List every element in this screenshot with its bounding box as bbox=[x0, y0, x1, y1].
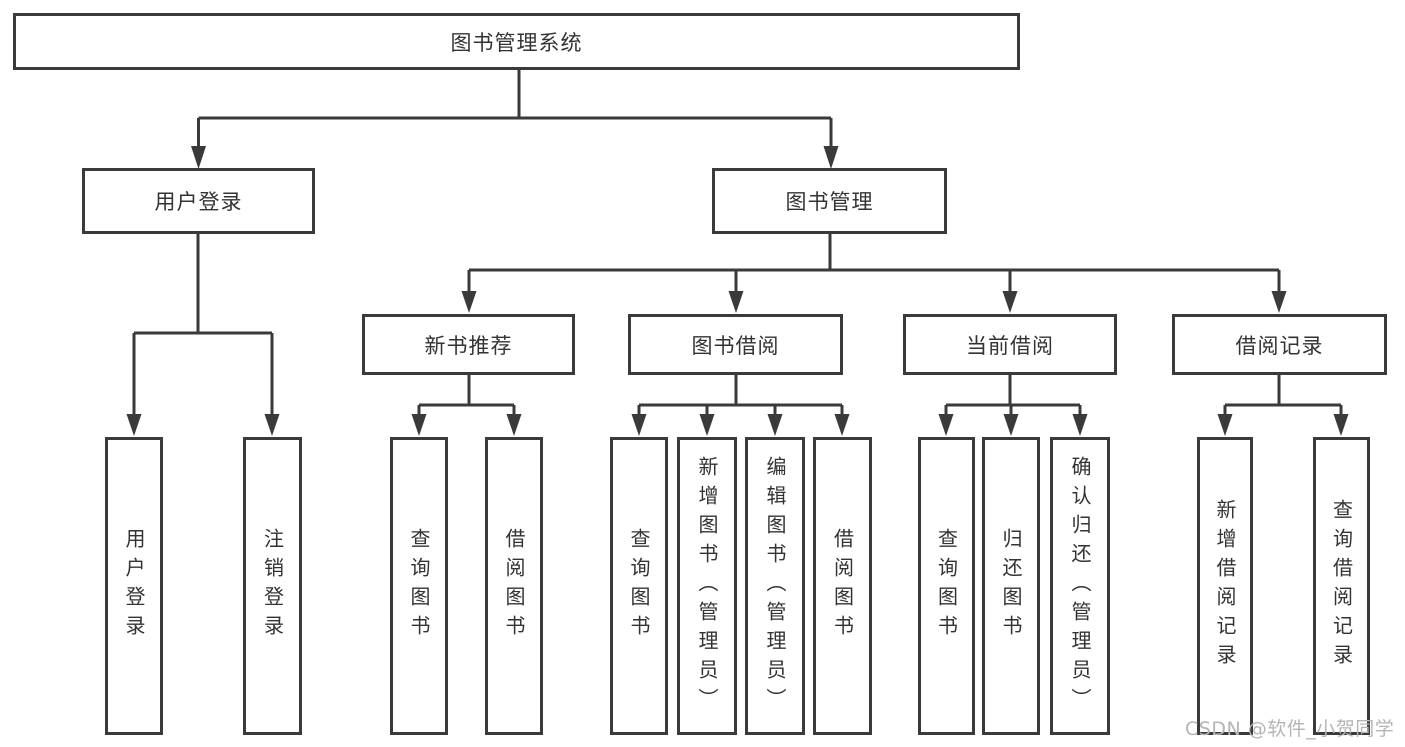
arrowheads bbox=[126, 146, 1349, 436]
node-user-login: 用户登录 bbox=[82, 168, 315, 234]
leaf-return-books: 归还图书 bbox=[982, 437, 1040, 735]
node-new-book-recommend: 新书推荐 bbox=[362, 314, 575, 375]
leaf-borrow-books-newbook-label: 借阅图书 bbox=[502, 528, 526, 644]
leaf-confirm-return-admin: 确认归还（管理员） bbox=[1050, 437, 1110, 735]
leaf-edit-book-admin-label: 编辑图书（管理员） bbox=[763, 455, 787, 717]
leaf-query-books-current-label: 查询图书 bbox=[934, 528, 959, 644]
leaf-return-books-label: 归还图书 bbox=[999, 528, 1023, 644]
leaf-add-borrow-record-label: 新增借阅记录 bbox=[1213, 499, 1237, 673]
connector-current-borrow-children bbox=[944, 375, 1082, 417]
connector-new-book-children bbox=[417, 375, 516, 417]
leaf-user-login: 用户登录 bbox=[105, 437, 163, 735]
leaf-borrow-books-borrowing-label: 借阅图书 bbox=[830, 528, 855, 644]
leaf-query-borrow-record: 查询借阅记录 bbox=[1313, 437, 1370, 735]
connector-root-to-level2 bbox=[197, 70, 833, 150]
leaf-logout-label: 注销登录 bbox=[260, 528, 285, 644]
node-book-borrowing: 图书借阅 bbox=[628, 314, 843, 375]
leaf-query-books-borrowing-label: 查询图书 bbox=[627, 528, 651, 644]
node-book-management: 图书管理 bbox=[712, 168, 947, 234]
connector-user-login-children bbox=[132, 234, 274, 417]
leaf-borrow-books-newbook: 借阅图书 bbox=[485, 437, 543, 735]
leaf-add-book-admin: 新增图书（管理员） bbox=[677, 437, 737, 735]
leaf-user-login-label: 用户登录 bbox=[122, 528, 146, 644]
watermark: CSDN @软件_小贺同学 bbox=[1185, 718, 1395, 740]
leaf-query-books-current: 查询图书 bbox=[918, 437, 975, 735]
leaf-logout: 注销登录 bbox=[243, 437, 302, 735]
connector-borrow-records-children bbox=[1223, 375, 1343, 417]
connector-book-borrow-children bbox=[637, 375, 844, 417]
node-library-management-system: 图书管理系统 bbox=[13, 13, 1020, 70]
leaf-add-book-admin-label: 新增图书（管理员） bbox=[695, 455, 719, 717]
node-borrowing-records: 借阅记录 bbox=[1172, 314, 1387, 375]
leaf-query-books-newbook-label: 查询图书 bbox=[407, 528, 431, 644]
leaf-query-borrow-record-label: 查询借阅记录 bbox=[1329, 499, 1354, 673]
leaf-query-books-borrowing: 查询图书 bbox=[610, 437, 668, 735]
connector-book-mgmt-to-level3 bbox=[467, 234, 1281, 294]
leaf-add-borrow-record: 新增借阅记录 bbox=[1197, 437, 1253, 735]
leaf-confirm-return-admin-label: 确认归还（管理员） bbox=[1068, 455, 1092, 717]
leaf-borrow-books-borrowing: 借阅图书 bbox=[813, 437, 872, 735]
leaf-edit-book-admin: 编辑图书（管理员） bbox=[745, 437, 805, 735]
leaf-query-books-newbook: 查询图书 bbox=[390, 437, 448, 735]
node-current-borrowing: 当前借阅 bbox=[903, 314, 1117, 375]
